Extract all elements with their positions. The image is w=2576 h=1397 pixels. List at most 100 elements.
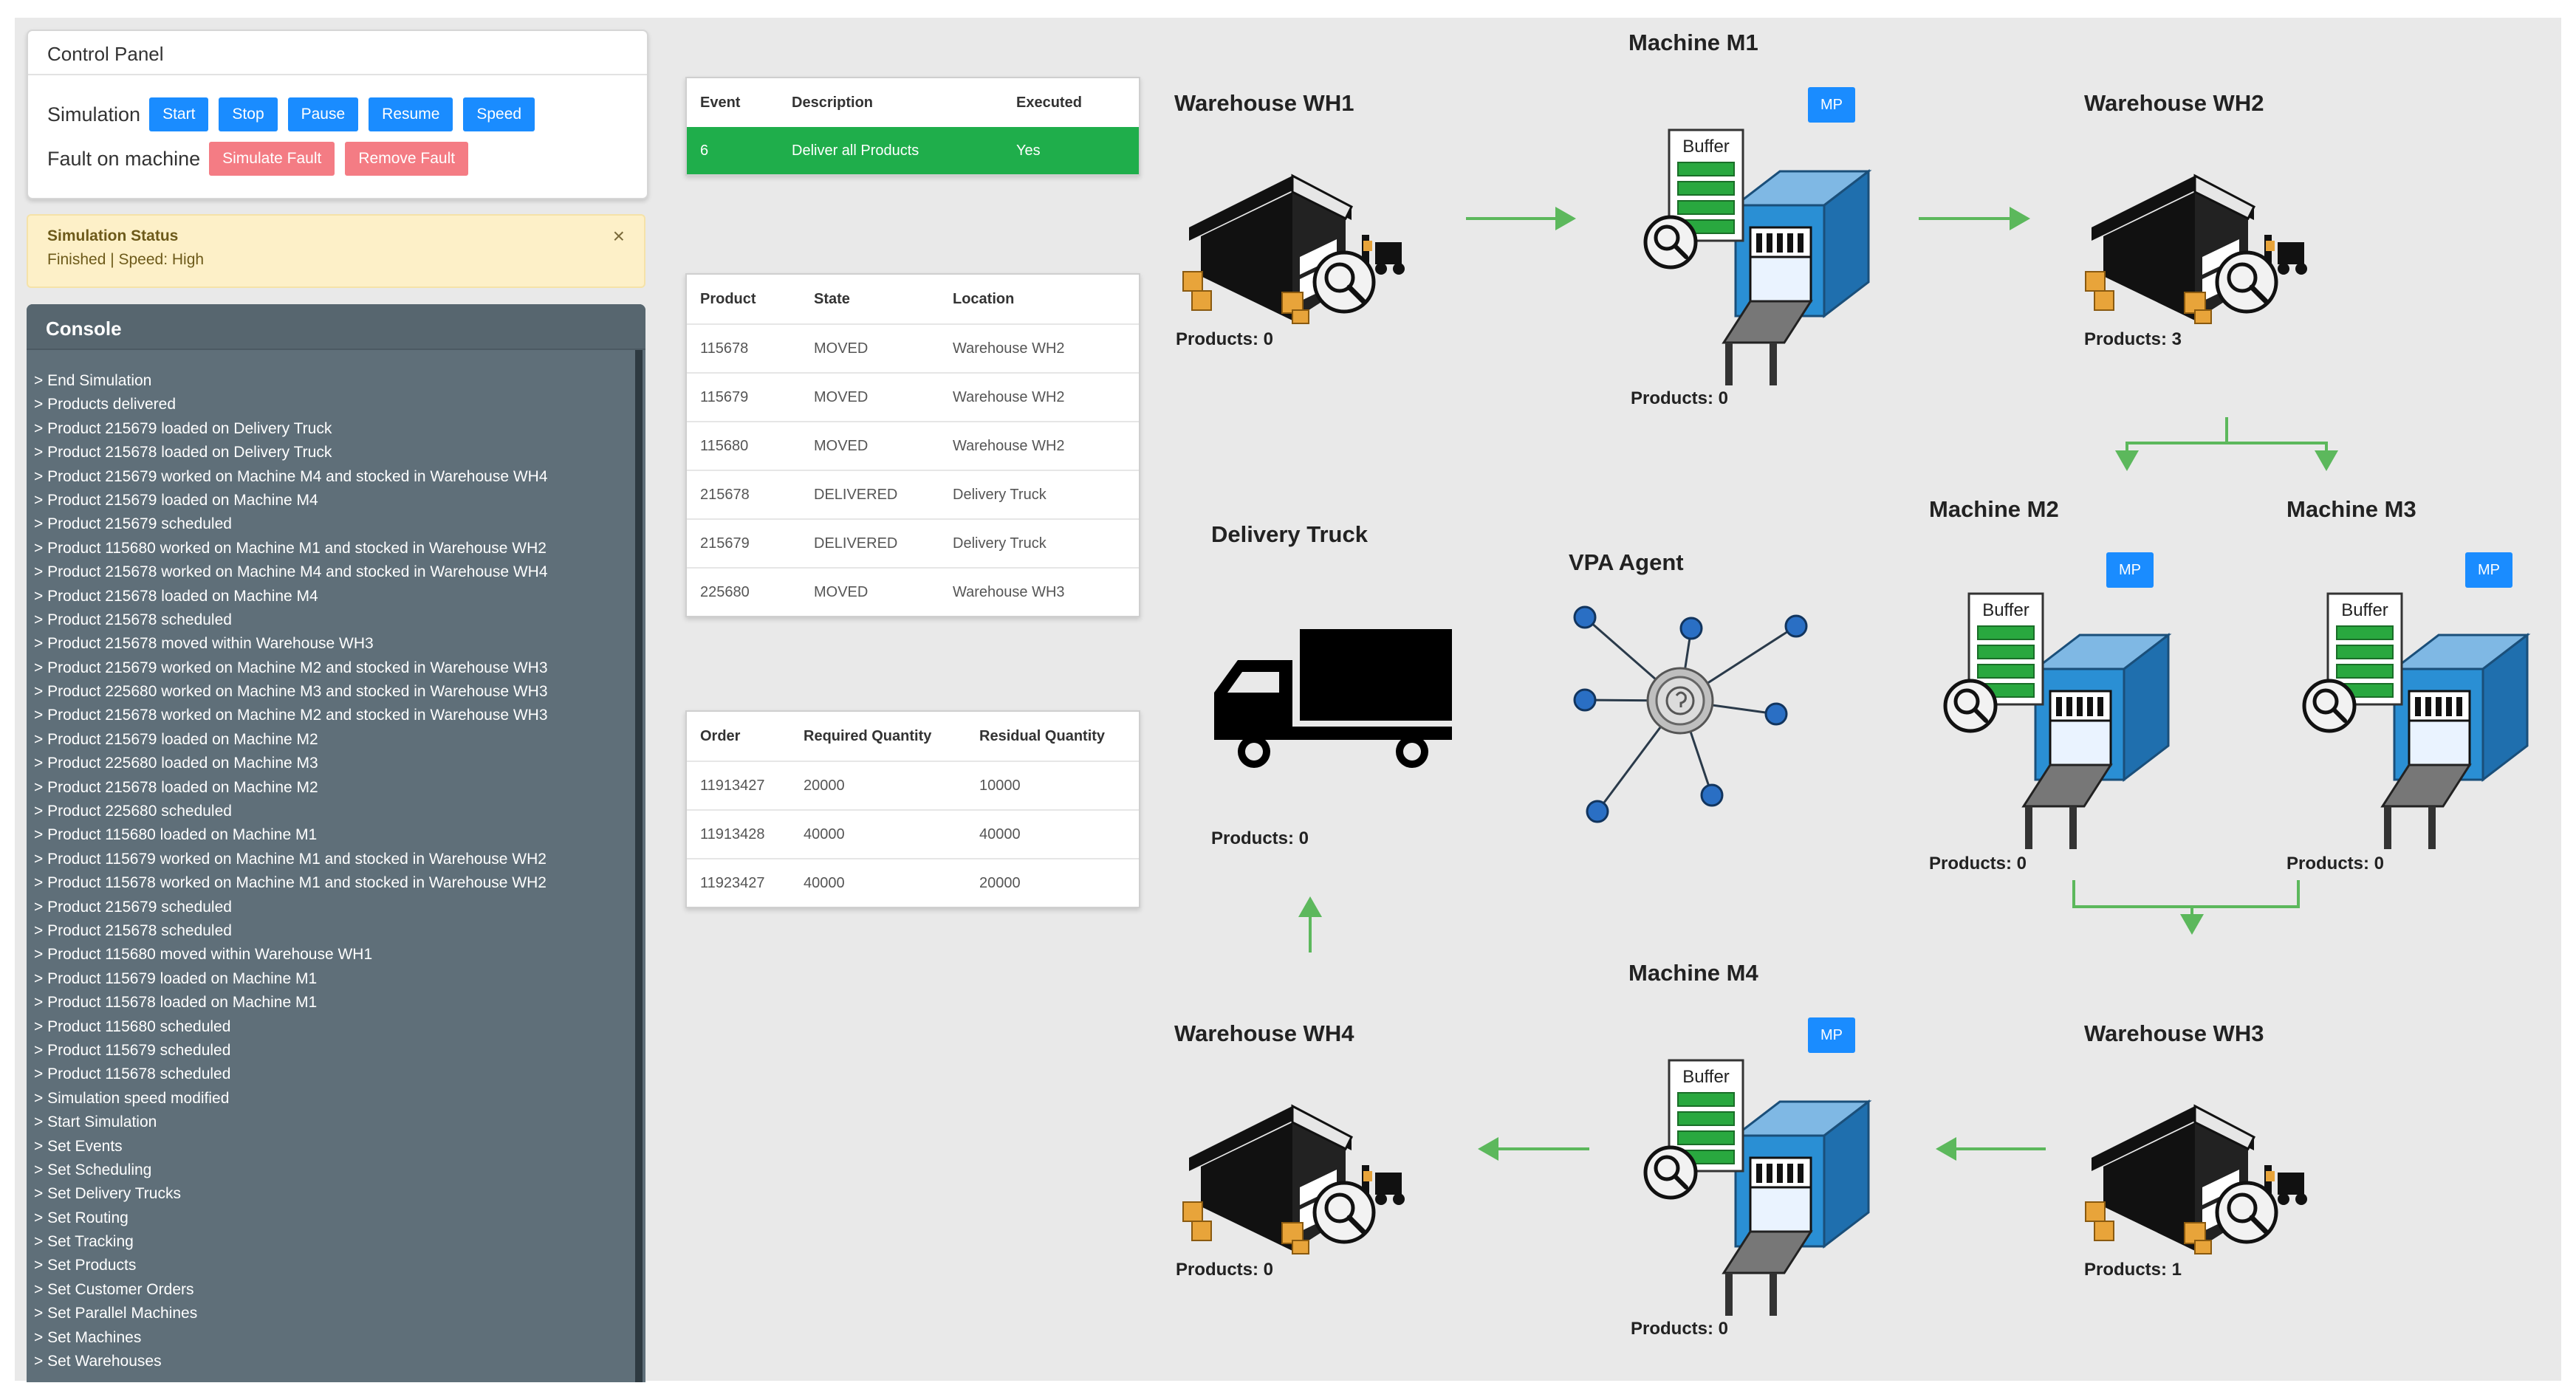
warehouse-wh4-title: Warehouse WH4 [1174, 1020, 1354, 1046]
warehouse-wh2-title: Warehouse WH2 [2084, 90, 2264, 116]
machine-m3-mp-badge[interactable]: MP [2465, 552, 2512, 588]
table-cell: 20000 [979, 874, 1021, 891]
table-cell: 225680 [700, 583, 750, 600]
speed-button[interactable]: Speed [463, 97, 535, 131]
buffer-label: Buffer [1682, 137, 1730, 157]
console-line: > Set Scheduling [34, 1161, 152, 1178]
warehouse-wh1-icon[interactable] [1182, 146, 1418, 324]
column-header[interactable]: Required Quantity [804, 727, 932, 744]
machine-m4-title: Machine M4 [1628, 960, 1758, 986]
fault-label: Fault on machine [47, 147, 201, 170]
close-icon[interactable]: × [612, 224, 625, 247]
table-row[interactable]: 6 Deliver all Products Yes [687, 127, 1139, 174]
arrow-m2m3-join [2072, 880, 2300, 908]
simulation-status-alert: Simulation Status Finished | Speed: High… [27, 214, 645, 288]
console-line: > Set Customer Orders [34, 1280, 194, 1298]
console-line: > Product 215678 moved within Warehouse … [34, 635, 374, 653]
console-line: > Product 225680 worked on Machine M3 an… [34, 683, 548, 701]
table-row[interactable]: 115679 MOVED Warehouse WH2 [687, 372, 1139, 421]
machine-m3-products: Products: 0 [2286, 854, 2385, 873]
column-header[interactable]: Residual Quantity [979, 727, 1106, 744]
machine-m2-mp-badge[interactable]: MP [2106, 552, 2154, 588]
machine-m2-products: Products: 0 [1929, 854, 2027, 873]
console-panel: Console > End Simulation> Products deliv… [27, 304, 645, 1382]
column-header[interactable]: Location [953, 290, 1015, 307]
console-line: > Product 215679 worked on Machine M2 an… [34, 659, 548, 676]
table-cell: 115680 [700, 437, 749, 454]
table-cell: 11923427 [700, 874, 765, 891]
status-title: Simulation Status [47, 227, 179, 244]
table-cell: Warehouse WH2 [953, 388, 1065, 405]
column-header[interactable]: Order [700, 727, 741, 744]
console-line: > Product 215679 scheduled [34, 898, 232, 916]
console-line: > Products delivered [34, 396, 177, 413]
warehouse-wh2-icon[interactable] [2084, 146, 2320, 324]
simulation-label: Simulation [47, 103, 141, 126]
simulate-fault-button[interactable]: Simulate Fault [209, 142, 335, 176]
table-header-row: Order Required Quantity Residual Quantity [687, 712, 1139, 761]
console-line: > Set Parallel Machines [34, 1305, 198, 1322]
console-line: > Product 115678 scheduled [34, 1065, 231, 1083]
table-cell: MOVED [814, 388, 869, 405]
stop-button[interactable]: Stop [219, 97, 278, 131]
machine-m4-icon[interactable]: Buffer [1640, 1054, 1883, 1320]
column-header[interactable]: Event [700, 94, 741, 111]
console-line: > Product 115680 worked on Machine M1 an… [34, 539, 547, 557]
console-line: > Set Warehouses [34, 1353, 162, 1370]
console-line: > Product 215679 scheduled [34, 515, 232, 533]
start-button[interactable]: Start [149, 97, 209, 131]
console-line: > Start Simulation [34, 1113, 157, 1131]
table-cell: 6 [700, 142, 709, 159]
table-cell: DELIVERED [814, 535, 898, 552]
console-line: > Product 215678 loaded on Machine M2 [34, 778, 318, 796]
console-line: > Product 115680 scheduled [34, 1017, 231, 1035]
truck-icon[interactable] [1213, 629, 1456, 769]
orders-table: Order Required Quantity Residual Quantity 1… [685, 710, 1140, 908]
resume-button[interactable]: Resume [369, 97, 453, 131]
console-scrollbar[interactable] [635, 350, 643, 1382]
column-header[interactable]: Product [700, 290, 756, 307]
buffer-label: Buffer [1682, 1067, 1730, 1087]
machine-m2-icon[interactable]: Buffer [1939, 588, 2183, 854]
warehouse-wh4-icon[interactable] [1182, 1077, 1418, 1254]
machine-m4-mp-badge[interactable]: MP [1808, 1017, 1855, 1053]
console-line: > Set Routing [34, 1209, 129, 1226]
table-cell: 115679 [700, 388, 749, 405]
pause-button[interactable]: Pause [287, 97, 359, 131]
console-line: > Product 215678 scheduled [34, 611, 232, 628]
console-line: > Product 115679 worked on Machine M1 an… [34, 850, 547, 868]
warehouse-wh3-icon[interactable] [2084, 1077, 2320, 1254]
table-cell: 40000 [804, 826, 845, 842]
table-cell: 20000 [804, 777, 845, 794]
machine-m1-mp-badge[interactable]: MP [1808, 87, 1855, 123]
status-text: Finished | Speed: High [47, 251, 205, 268]
column-header[interactable]: Executed [1016, 94, 1082, 111]
console-line: > Product 215679 loaded on Machine M4 [34, 491, 318, 509]
delivery-truck-title: Delivery Truck [1211, 521, 1368, 547]
table-cell: 215679 [700, 535, 750, 552]
vpa-agent-icon[interactable] [1566, 601, 1817, 837]
console-line: > Product 215679 loaded on Machine M2 [34, 730, 318, 748]
table-cell: Deliver all Products [792, 142, 919, 159]
table-cell: Yes [1016, 142, 1041, 159]
warehouse-wh4-products: Products: 0 [1176, 1260, 1274, 1280]
remove-fault-button[interactable]: Remove Fault [345, 142, 469, 176]
console-line: > Set Events [34, 1137, 123, 1155]
column-header[interactable]: State [814, 290, 850, 307]
table-cell: MOVED [814, 340, 869, 357]
machine-m3-icon[interactable]: Buffer [2298, 588, 2542, 854]
table-header-row: Event Description Executed [687, 78, 1139, 127]
column-header[interactable]: Description [792, 94, 874, 111]
machine-m1-icon[interactable]: Buffer [1640, 124, 1883, 390]
console-line: > Product 115678 loaded on Machine M1 [34, 994, 318, 1012]
console-line: > Product 225680 scheduled [34, 803, 232, 820]
console-line: > Product 215678 worked on Machine M4 an… [34, 563, 548, 581]
